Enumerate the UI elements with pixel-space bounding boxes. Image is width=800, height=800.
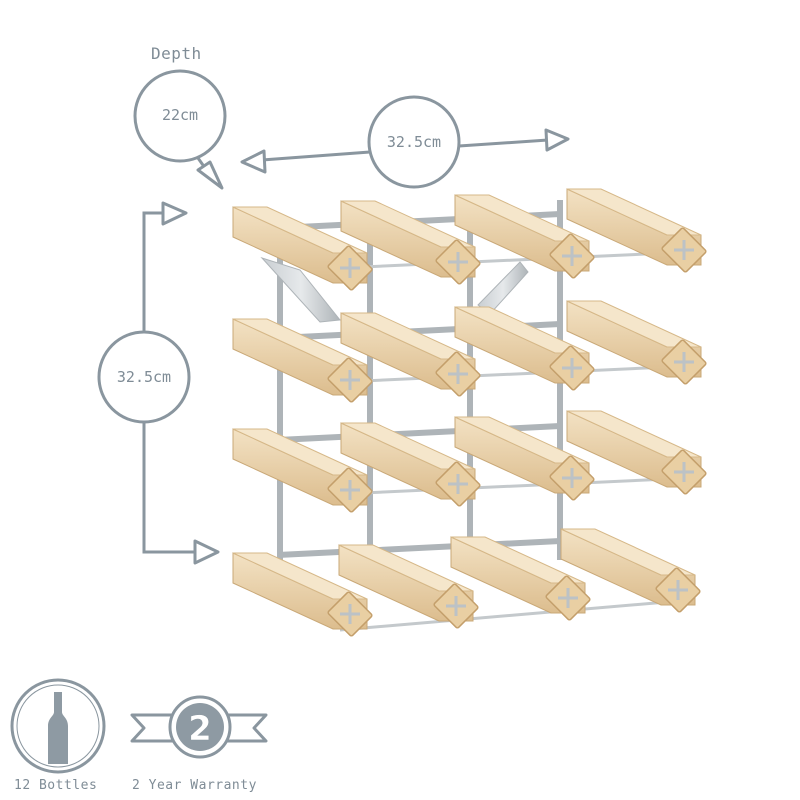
rack-brace-left <box>260 256 341 323</box>
up-arrow-icon <box>161 201 188 226</box>
bottles-circle <box>10 678 106 774</box>
width-callout <box>240 95 570 189</box>
depth-arrow-icon <box>196 160 224 190</box>
width-line-right <box>458 138 549 148</box>
warranty-ribbon-left <box>130 713 180 743</box>
warranty-feature: 2 <box>130 695 268 759</box>
bottles-feature <box>10 678 106 774</box>
wood-bar-top <box>232 552 368 600</box>
width-line-left <box>261 150 371 162</box>
wood-bar-top <box>338 544 474 592</box>
wood-bars <box>232 188 707 637</box>
wood-bar-top <box>566 300 702 348</box>
width-circle <box>367 95 461 189</box>
left-arrow-icon <box>240 149 267 174</box>
warranty-badge-inner <box>176 703 224 751</box>
wood-bar-top <box>454 194 590 242</box>
wood-bar-top <box>232 318 368 366</box>
wood-bar-joint <box>448 364 468 384</box>
wood-bar-top <box>340 422 476 470</box>
wood-bar-top <box>232 428 368 476</box>
height-value: 32.5cm <box>116 368 172 386</box>
wood-bar-joint <box>562 358 582 378</box>
height-callout <box>97 201 220 565</box>
wood-bar-joint <box>340 480 360 500</box>
wood-bar-joint <box>448 474 468 494</box>
down-arrow-icon <box>193 539 220 565</box>
wood-bar-joint <box>448 252 468 272</box>
wood-bar-top <box>560 528 696 576</box>
depth-circle <box>133 69 227 163</box>
wood-bar-joint <box>674 352 694 372</box>
wood-bar-joint <box>340 604 360 624</box>
wood-bar-top <box>566 410 702 458</box>
wood-bar-top <box>450 536 586 584</box>
wood-bar-joint <box>562 468 582 488</box>
bottle-icon <box>48 692 68 764</box>
wood-bar-top <box>340 312 476 360</box>
wood-bar-joint <box>674 462 694 482</box>
depth-value: 22cm <box>161 106 199 124</box>
depth-heading: Depth <box>151 44 202 63</box>
wood-bar-joint <box>340 258 360 278</box>
height-line-top <box>142 211 165 332</box>
wood-bar-joint <box>446 596 466 616</box>
right-arrow-icon <box>544 128 570 152</box>
depth-callout <box>133 69 227 190</box>
wood-bar-top <box>340 200 476 248</box>
width-value: 32.5cm <box>386 133 442 151</box>
wood-bar-joint <box>558 588 578 608</box>
warranty-number: 2 <box>188 709 212 749</box>
wood-bar-top <box>454 416 590 464</box>
wood-bar-joint <box>562 246 582 266</box>
wood-bar-top <box>232 206 368 254</box>
wine-rack <box>232 188 707 640</box>
wood-bar-joint <box>674 240 694 260</box>
rack-brace-right <box>477 261 529 315</box>
rack-front-rods <box>339 250 691 632</box>
wood-bar-joint <box>668 580 688 600</box>
bottles-label: 12 Bottles <box>14 778 98 793</box>
wood-bar-top <box>566 188 702 236</box>
height-line-bottom <box>142 422 195 554</box>
wood-bar-top <box>454 306 590 354</box>
warranty-label: 2 Year Warranty <box>132 778 257 793</box>
wood-bar-joint <box>340 370 360 390</box>
